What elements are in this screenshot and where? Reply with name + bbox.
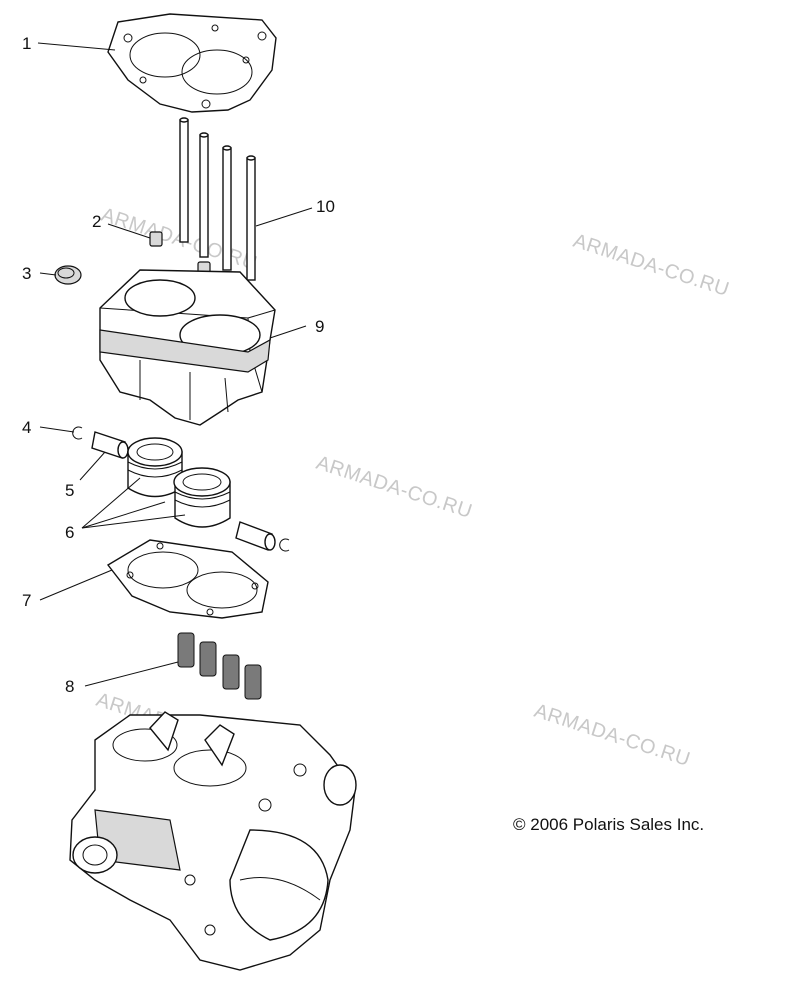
- cylinder-studs: [179, 117, 256, 281]
- leader-8: [84, 661, 179, 687]
- crankcase: [69, 711, 357, 971]
- watermark-5: ARMADA-CO.RU: [531, 700, 693, 771]
- copyright-notice: © 2006 Polaris Sales Inc.: [513, 815, 705, 834]
- callout-2: 2: [92, 212, 101, 231]
- piston-pin: [91, 431, 276, 551]
- leader-1: [37, 42, 116, 51]
- leader-6c: [81, 514, 186, 529]
- watermark-2: ARMADA-CO.RU: [570, 230, 732, 301]
- callout-7: 7: [22, 591, 31, 610]
- callout-1: 1: [22, 34, 31, 53]
- crankcase-dowels: [177, 632, 262, 700]
- leader-9: [269, 325, 307, 339]
- callout-4: 4: [22, 418, 31, 437]
- callout-labels: 1 2 3 4 5 6 7 8 9 10: [22, 34, 335, 696]
- callout-8: 8: [65, 677, 74, 696]
- callout-3: 3: [22, 264, 31, 283]
- leader-4: [39, 426, 75, 433]
- callout-10: 10: [316, 197, 335, 216]
- leader-3: [39, 272, 57, 276]
- pistons: [127, 437, 231, 528]
- dowel-pin: [149, 231, 211, 277]
- leader-5: [79, 451, 106, 481]
- leader-10: [255, 207, 313, 227]
- cylinder-block: [99, 269, 276, 426]
- piston-pin-clip: [72, 426, 290, 552]
- leader-6b: [81, 501, 166, 529]
- leader-6a: [81, 477, 141, 529]
- leader-7: [39, 569, 113, 601]
- leader-2: [107, 223, 151, 239]
- watermark-3: ARMADA-CO.RU: [313, 452, 475, 523]
- callout-6: 6: [65, 523, 74, 542]
- leader-lines: [37, 42, 313, 687]
- base-gasket: [106, 539, 269, 619]
- cylinder-plug: [54, 265, 82, 285]
- watermark-1: ARMADA-CO.RU: [98, 204, 260, 275]
- callout-5: 5: [65, 481, 74, 500]
- head-gasket: [107, 13, 277, 113]
- callout-9: 9: [315, 317, 324, 336]
